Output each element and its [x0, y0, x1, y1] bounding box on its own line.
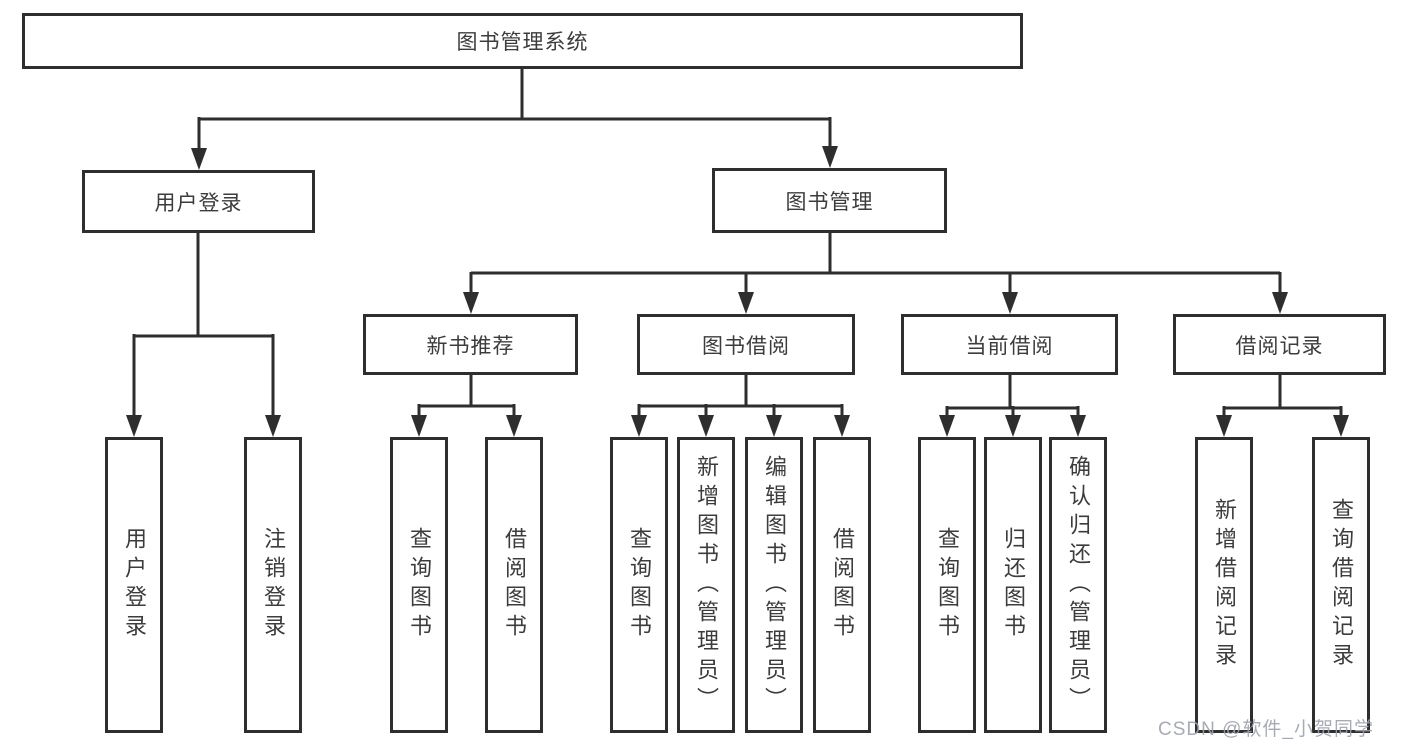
- leaf-add-borrow-record: 新增借阅记录: [1195, 437, 1253, 733]
- leaf-query-books-borrow: 查询图书: [610, 437, 668, 733]
- leaf-query-books-current: 查询图书: [918, 437, 976, 733]
- leaf-logout: 注销登录: [244, 437, 302, 733]
- leaf-borrow-books-label: 借阅图书: [830, 527, 855, 643]
- leaf-add-books-admin: 新增图书（管理员）: [677, 437, 735, 733]
- leaf-add-borrow-record-label: 新增借阅记录: [1212, 498, 1237, 672]
- leaf-confirm-return-admin: 确认归还（管理员）: [1049, 437, 1107, 733]
- leaf-add-books-admin-label: 新增图书（管理员）: [694, 454, 719, 716]
- leaf-return-books: 归还图书: [984, 437, 1042, 733]
- node-book-borrow-label: 图书借阅: [702, 334, 790, 358]
- leaf-query-books-recommend-label: 查询图书: [407, 527, 432, 643]
- node-book-management: 图书管理: [712, 168, 947, 233]
- node-user-login: 用户登录: [82, 170, 315, 233]
- leaf-edit-books-admin-label: 编辑图书（管理员）: [762, 454, 787, 716]
- leaf-confirm-return-admin-label: 确认归还（管理员）: [1066, 454, 1091, 716]
- leaf-query-borrow-record: 查询借阅记录: [1312, 437, 1370, 733]
- leaf-logout-label: 注销登录: [261, 527, 286, 643]
- node-current-borrow: 当前借阅: [901, 314, 1118, 375]
- leaf-borrow-books-recommend-label: 借阅图书: [502, 527, 527, 643]
- node-user-login-label: 用户登录: [154, 191, 243, 215]
- leaf-borrow-books: 借阅图书: [813, 437, 871, 733]
- node-new-book-recommend-label: 新书推荐: [426, 334, 515, 358]
- leaf-query-books-current-label: 查询图书: [935, 527, 960, 643]
- leaf-query-borrow-record-label: 查询借阅记录: [1329, 498, 1354, 672]
- node-borrow-records-label: 借阅记录: [1235, 334, 1324, 358]
- node-book-management-label: 图书管理: [785, 190, 874, 214]
- node-root-label: 图书管理系统: [456, 31, 589, 54]
- node-book-borrow: 图书借阅: [637, 314, 855, 375]
- node-borrow-records: 借阅记录: [1173, 314, 1386, 375]
- leaf-query-books-borrow-label: 查询图书: [627, 527, 652, 643]
- leaf-return-books-label: 归还图书: [1001, 527, 1026, 643]
- leaf-user-login: 用户登录: [105, 437, 163, 733]
- leaf-borrow-books-recommend: 借阅图书: [485, 437, 543, 733]
- leaf-user-login-label: 用户登录: [122, 527, 147, 643]
- node-current-borrow-label: 当前借阅: [965, 334, 1054, 358]
- leaf-edit-books-admin: 编辑图书（管理员）: [745, 437, 803, 733]
- node-new-book-recommend: 新书推荐: [363, 314, 578, 375]
- csdn-watermark: CSDN @软件_小贺同学: [1158, 719, 1374, 740]
- arrowheads: [126, 146, 1349, 437]
- leaf-query-books-recommend: 查询图书: [390, 437, 448, 733]
- node-root: 图书管理系统: [22, 13, 1023, 69]
